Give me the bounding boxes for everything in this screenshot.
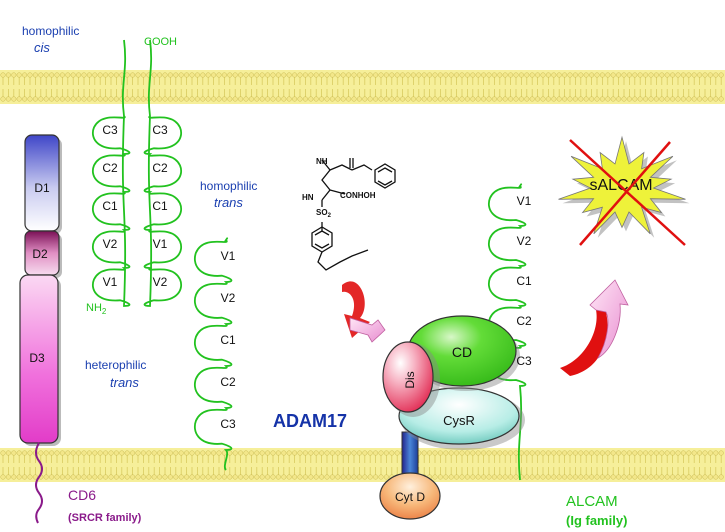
cd6-label-d2: D2 <box>32 247 48 261</box>
inhibitor-labels: NH HN CONHOH SO2 <box>302 157 376 219</box>
cd6-label-d3: D3 <box>29 351 45 365</box>
adam17-enzyme: CD CysR Dis Cyt D <box>379 315 525 520</box>
ig-domain-label: V1 <box>221 249 236 263</box>
heterophilic-trans-label: heterophilic <box>85 358 146 372</box>
benzyl-ring-icon <box>374 163 396 189</box>
trans-label-top: trans <box>214 195 243 210</box>
ig-domain-label: C3 <box>152 123 168 137</box>
alcam-cis-left-chain <box>92 39 131 307</box>
ig-domain-label: C1 <box>152 199 168 213</box>
ig-domain-label: V1 <box>153 237 168 251</box>
ig-domain-label: C2 <box>220 375 236 389</box>
aryl-ring-icon <box>311 226 333 253</box>
salcam-burst: sALCAM <box>558 135 690 246</box>
adam17-label: ADAM17 <box>273 411 347 431</box>
ig-domain-label: C3 <box>516 354 532 368</box>
adam17-cysr-label: CysR <box>443 413 475 428</box>
adam17-dis-label: Dis <box>403 371 417 388</box>
ig-domain-label: C3 <box>220 417 236 431</box>
adam17-cytd-label: Cyt D <box>395 490 425 504</box>
nh2-label: NH2 <box>86 302 107 316</box>
inhibitor-structure <box>311 158 396 271</box>
inhibitor-hn: HN <box>302 193 314 202</box>
ig-domain-label: V2 <box>221 291 236 305</box>
ig-domain-label: C2 <box>152 161 168 175</box>
ig-domain-label: C1 <box>102 199 118 213</box>
cd6-name-label: CD6 <box>68 487 96 503</box>
cd6-family-label: (SRCR family) <box>68 512 142 524</box>
cell-membranes <box>0 70 725 482</box>
ig-domain-label: V2 <box>517 234 532 248</box>
ig-domain-label: C1 <box>220 333 236 347</box>
adam17-cysr-domain <box>398 387 520 445</box>
ig-domain-label: C2 <box>516 314 532 328</box>
curved-arrow-left <box>342 281 386 343</box>
cd6-label-d1: D1 <box>34 181 50 195</box>
inhibitor-so2: SO2 <box>316 208 332 219</box>
adam17-cd-label: CD <box>452 344 472 360</box>
ig-domain-label: V2 <box>153 275 168 289</box>
inhibitor-conhoh: CONHOH <box>340 191 376 200</box>
salcam-burst-shape <box>558 135 686 235</box>
alcam-trans-chain <box>194 237 233 471</box>
ig-domain-label: C3 <box>102 123 118 137</box>
alcam-name-label: ALCAM <box>566 493 618 510</box>
cooh-label: COOH <box>144 36 177 48</box>
ig-domain-label: C1 <box>516 274 532 288</box>
alcam-cis-right-chain <box>143 39 182 307</box>
homophilic-trans-label: homophilic <box>200 179 257 193</box>
inhibitor-nh: NH <box>316 157 328 166</box>
ig-domain-label: C2 <box>102 161 118 175</box>
ig-domain-label: V1 <box>103 275 118 289</box>
adam17-cytd-domain <box>379 472 441 520</box>
homophilic-cis-label: homophilic <box>22 24 79 38</box>
salcam-cross-line-2 <box>579 141 671 246</box>
alcam-family-label: (Ig family) <box>566 513 627 528</box>
cd6-molecule: D1 D2 D3 <box>19 134 62 524</box>
ig-domain-label: V2 <box>103 237 118 251</box>
cis-label: cis <box>34 40 50 55</box>
cd6-cytoplasmic-tail <box>35 442 43 524</box>
ig-domain-label: V1 <box>517 194 532 208</box>
trans-label-bottom: trans <box>110 375 139 390</box>
curved-arrow-right <box>560 279 629 376</box>
adam17-dis-domain <box>382 341 434 413</box>
